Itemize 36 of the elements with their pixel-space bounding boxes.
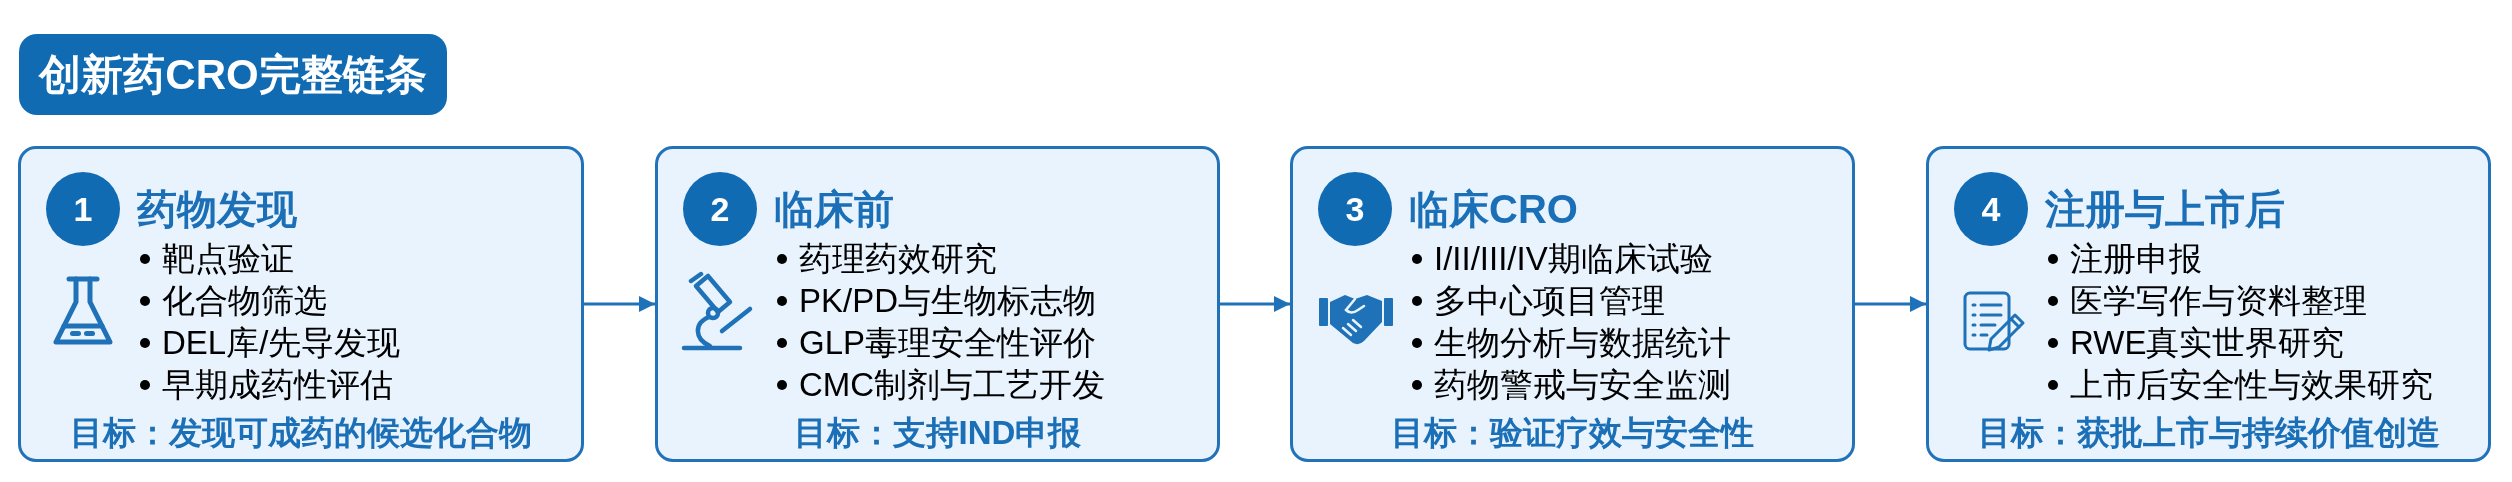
number-circle: 4 — [1954, 172, 2028, 246]
bullet-item: 多中心项目管理 — [1434, 281, 1665, 321]
bullet-item: 上市后安全性与效果研究 — [2070, 365, 2433, 405]
bullet-item: PK/PD与生物标志物 — [799, 281, 1097, 321]
stage-heading: 注册与上市后 — [2045, 186, 2285, 232]
stage-box — [655, 146, 1220, 462]
stage-box — [18, 146, 584, 462]
bullet-item: DEL库/先导发现 — [162, 323, 401, 363]
bullet-item: 靶点验证 — [162, 239, 294, 279]
bullet-item: GLP毒理安全性评价 — [799, 323, 1097, 363]
stage-box — [1926, 146, 2491, 462]
stage-box — [1290, 146, 1855, 462]
bullet-item: 生物分析与数据统计 — [1434, 323, 1731, 363]
number-circle: 3 — [1318, 172, 1392, 246]
stage-heading: 药物发现 — [137, 186, 297, 232]
bullet-item: 药理药效研究 — [799, 239, 997, 279]
bullet-item: 早期成药性评估 — [162, 365, 393, 405]
bullet-item: 注册申报 — [2070, 239, 2202, 279]
goal-text: 目标：支持IND申报 — [793, 413, 1082, 453]
goal-text: 目标：获批上市与持续价值创造 — [1977, 413, 2440, 453]
goal-text: 目标：验证疗效与安全性 — [1391, 413, 1754, 453]
arrow — [1855, 296, 1926, 312]
bullet-item: RWE真实世界研究 — [2070, 323, 2345, 363]
bullet-item: 药物警戒与安全监测 — [1434, 365, 1731, 405]
arrow — [584, 296, 655, 312]
stage-heading: 临床前 — [774, 186, 894, 232]
bullet-item: I/II/III/IV期临床试验 — [1434, 239, 1713, 279]
bullet-item: 医学写作与资料整理 — [2070, 281, 2367, 321]
arrow — [1220, 296, 1290, 312]
goal-text: 目标：发现可成药的候选化合物 — [70, 413, 532, 453]
bullet-item: CMC制剂与工艺开发 — [799, 365, 1106, 405]
stage-heading: 临床CRO — [1409, 186, 1578, 232]
number-circle: 1 — [46, 172, 120, 246]
bullet-item: 化合物筛选 — [162, 281, 327, 321]
title-banner: 创新药CRO完整链条 — [19, 34, 447, 115]
number-circle: 2 — [683, 172, 757, 246]
